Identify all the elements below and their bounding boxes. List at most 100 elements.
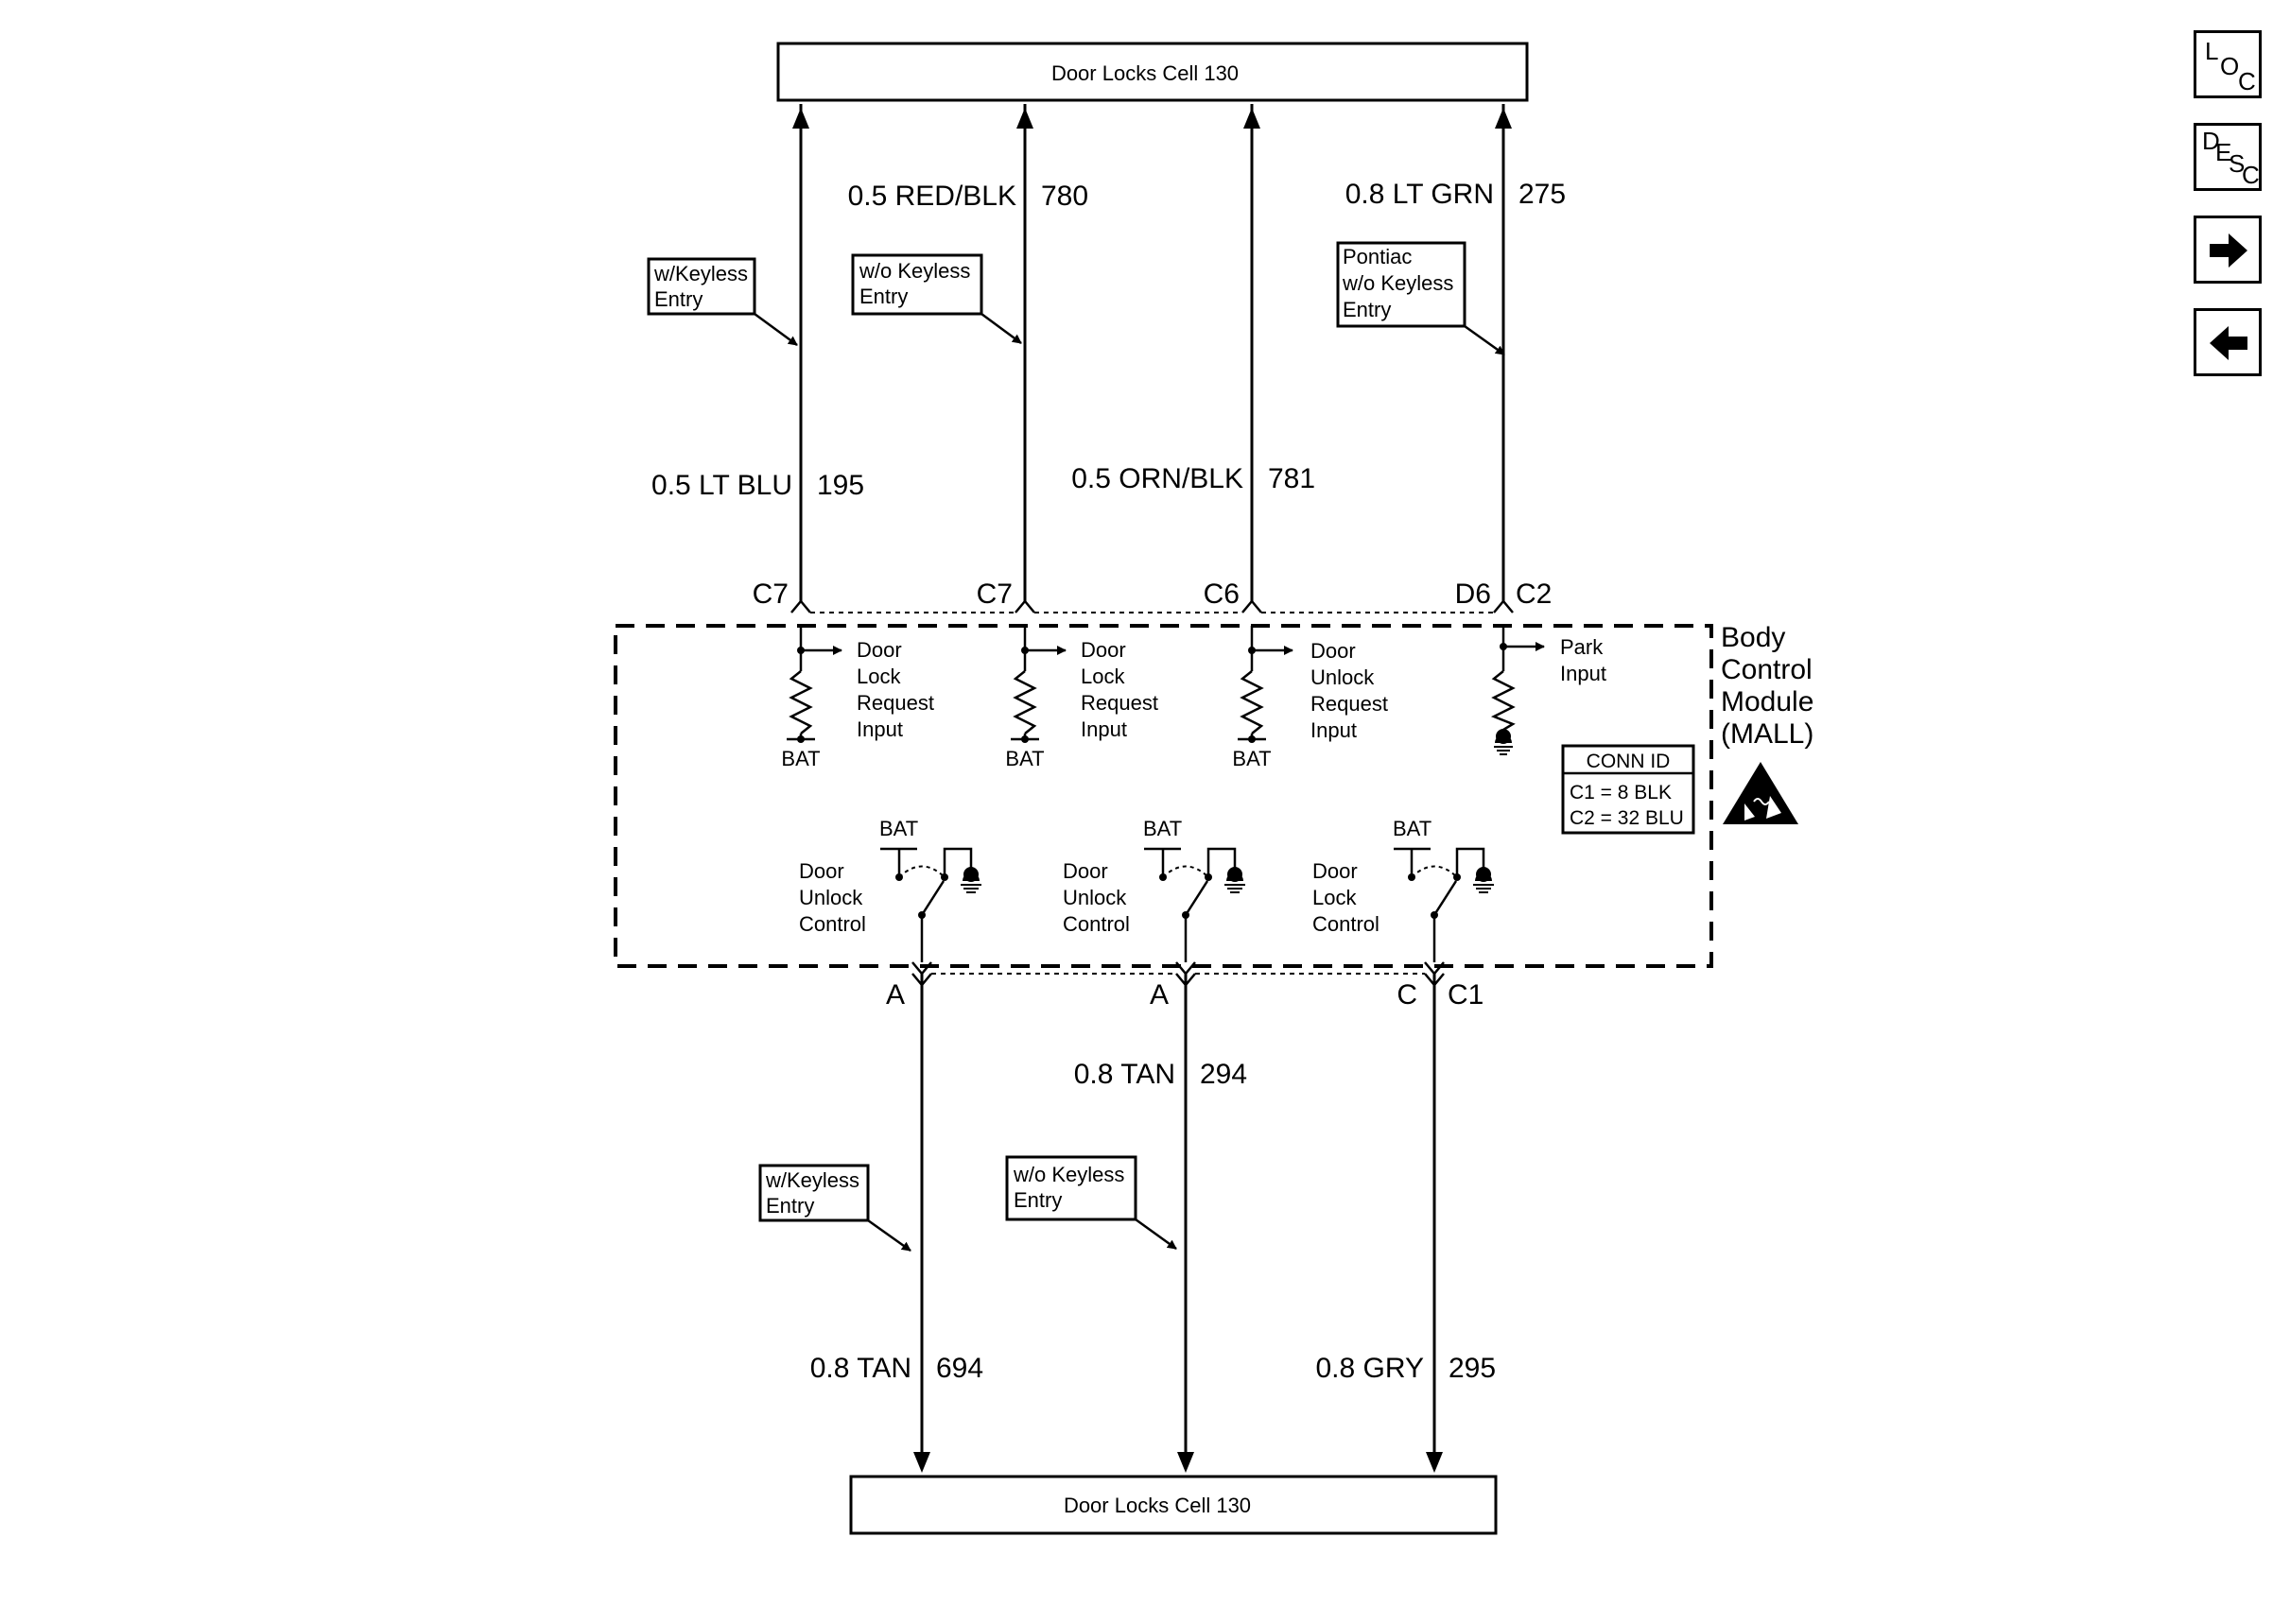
desc-button[interactable]: D E S C: [2194, 123, 2262, 191]
svg-text:Door: Door: [1310, 639, 1356, 663]
connector-label-c2: C2: [1516, 579, 1552, 610]
output-switches: [880, 847, 1485, 962]
svg-text:Unlock: Unlock: [1063, 886, 1127, 909]
bottom-cell-label: Door Locks Cell 130: [1064, 1494, 1251, 1517]
svg-text:Input: Input: [1560, 662, 1606, 685]
svg-text:C1 = 8 BLK: C1 = 8 BLK: [1570, 782, 1672, 803]
svg-text:w/o Keyless: w/o Keyless: [1013, 1163, 1124, 1186]
svg-text:Request: Request: [1081, 691, 1158, 715]
connector-label-c1: C1: [1448, 979, 1484, 1011]
svg-text:Entry: Entry: [766, 1194, 814, 1218]
svg-text:Lock: Lock: [1312, 886, 1357, 909]
top-connector: [790, 599, 1514, 613]
svg-text:Input: Input: [1081, 717, 1127, 741]
svg-text:Lock: Lock: [857, 665, 901, 688]
pin-label-c7-1: C7: [753, 579, 789, 610]
arrowhead-275: [1495, 108, 1512, 129]
arrow-left-icon: [2210, 326, 2247, 360]
bottom-wires: [920, 974, 1436, 1456]
input-labels: Door Lock Request Input Door Lock Reques…: [781, 635, 1606, 770]
loc-button[interactable]: L O C: [2194, 30, 2262, 98]
svg-text:(MALL): (MALL): [1721, 718, 1813, 750]
top-arrowheads: [792, 108, 1512, 129]
input-circuits: [787, 626, 1545, 741]
svg-text:Door: Door: [1312, 859, 1358, 883]
wire-275-color: 0.8 LT GRN: [1345, 179, 1494, 210]
svg-text:Entry: Entry: [1343, 298, 1391, 321]
arrowhead-781: [1243, 108, 1260, 129]
svg-text:Request: Request: [857, 691, 934, 715]
svg-text:Control: Control: [799, 912, 866, 936]
svg-text:Pontiac: Pontiac: [1343, 245, 1412, 268]
svg-text:Door: Door: [799, 859, 844, 883]
wire-781-circuit: 781: [1268, 463, 1315, 494]
note-pontiac: Pontiac w/o Keyless Entry: [1336, 241, 1505, 356]
pin-label-c: C: [1397, 979, 1417, 1011]
bottom-cell-box[interactable]: Door Locks Cell 130: [849, 1475, 1498, 1535]
pin-label-a-2: A: [1150, 979, 1169, 1011]
bottom-arrowheads: [913, 1452, 1443, 1473]
svg-text:w/Keyless: w/Keyless: [653, 262, 748, 285]
wire-275-circuit: 275: [1518, 179, 1566, 210]
wire-781-color: 0.5 ORN/BLK: [1071, 463, 1243, 494]
note-keyless-top: w/Keyless Entry: [647, 257, 798, 347]
module-boundary: [614, 624, 1713, 968]
svg-text:w/o Keyless: w/o Keyless: [1342, 271, 1453, 295]
svg-text:Unlock: Unlock: [1310, 665, 1375, 689]
output-grounds: [961, 867, 1494, 893]
module-title: Body Control Module (MALL): [1721, 622, 1813, 750]
svg-text:BAT: BAT: [1143, 817, 1182, 840]
wire-295-circuit: 295: [1449, 1353, 1496, 1384]
wire-294-circuit: 294: [1200, 1059, 1247, 1090]
conn-id-box: CONN ID C1 = 8 BLK C2 = 32 BLU: [1561, 744, 1695, 835]
svg-text:Control: Control: [1063, 912, 1130, 936]
top-cell-label: Door Locks Cell 130: [1051, 61, 1239, 85]
esd-warning-icon: [1723, 762, 1798, 824]
svg-text:BAT: BAT: [781, 747, 820, 770]
svg-text:Park: Park: [1560, 635, 1604, 659]
pin-label-c6: C6: [1204, 579, 1240, 610]
svg-text:Module: Module: [1721, 686, 1813, 717]
arrow-right-icon: [2210, 233, 2247, 268]
top-cell-box[interactable]: Door Locks Cell 130: [776, 42, 1529, 102]
svg-text:Lock: Lock: [1081, 665, 1125, 688]
svg-text:Door: Door: [857, 638, 902, 662]
prev-button[interactable]: [2194, 308, 2262, 376]
wire-694-circuit: 694: [936, 1353, 983, 1384]
svg-text:Input: Input: [1310, 718, 1357, 742]
arrowhead-195: [792, 108, 809, 129]
svg-text:w/Keyless: w/Keyless: [765, 1168, 859, 1192]
svg-text:Request: Request: [1310, 692, 1388, 716]
svg-text:BAT: BAT: [879, 817, 918, 840]
park-input-ground: [1494, 729, 1513, 755]
svg-text:Body: Body: [1721, 622, 1785, 653]
svg-text:BAT: BAT: [1393, 817, 1431, 840]
pin-label-c7-2: C7: [977, 579, 1013, 610]
svg-text:C2 = 32 BLU: C2 = 32 BLU: [1570, 807, 1684, 829]
pin-label-a-1: A: [886, 979, 905, 1011]
pin-label-d6: D6: [1455, 579, 1491, 610]
svg-text:BAT: BAT: [1005, 747, 1044, 770]
output-labels: BAT BAT BAT Door Unlock Control Door Unl…: [799, 817, 1431, 936]
svg-text:Entry: Entry: [1014, 1188, 1062, 1212]
next-button[interactable]: [2194, 216, 2262, 284]
input-junction-dots: [797, 643, 1507, 743]
wire-195-circuit: 195: [817, 470, 864, 501]
svg-text:Unlock: Unlock: [799, 886, 863, 909]
wire-295-color: 0.8 GRY: [1315, 1353, 1424, 1384]
svg-text:Entry: Entry: [654, 287, 703, 311]
note-keyless-bottom: w/Keyless Entry: [758, 1164, 911, 1253]
note-no-keyless-top: w/o Keyless Entry: [851, 253, 1022, 345]
wire-195-color: 0.5 LT BLU: [651, 470, 792, 501]
note-no-keyless-bottom: w/o Keyless Entry: [1005, 1155, 1177, 1251]
svg-text:Control: Control: [1312, 912, 1379, 936]
wire-780-circuit: 780: [1041, 181, 1088, 212]
svg-text:Door: Door: [1081, 638, 1126, 662]
wire-694-color: 0.8 TAN: [810, 1353, 911, 1384]
output-switch-dots: [895, 873, 1461, 919]
wire-294-color: 0.8 TAN: [1074, 1059, 1175, 1090]
svg-text:w/o Keyless: w/o Keyless: [859, 259, 970, 283]
svg-text:Entry: Entry: [859, 285, 908, 308]
svg-text:Door: Door: [1063, 859, 1108, 883]
